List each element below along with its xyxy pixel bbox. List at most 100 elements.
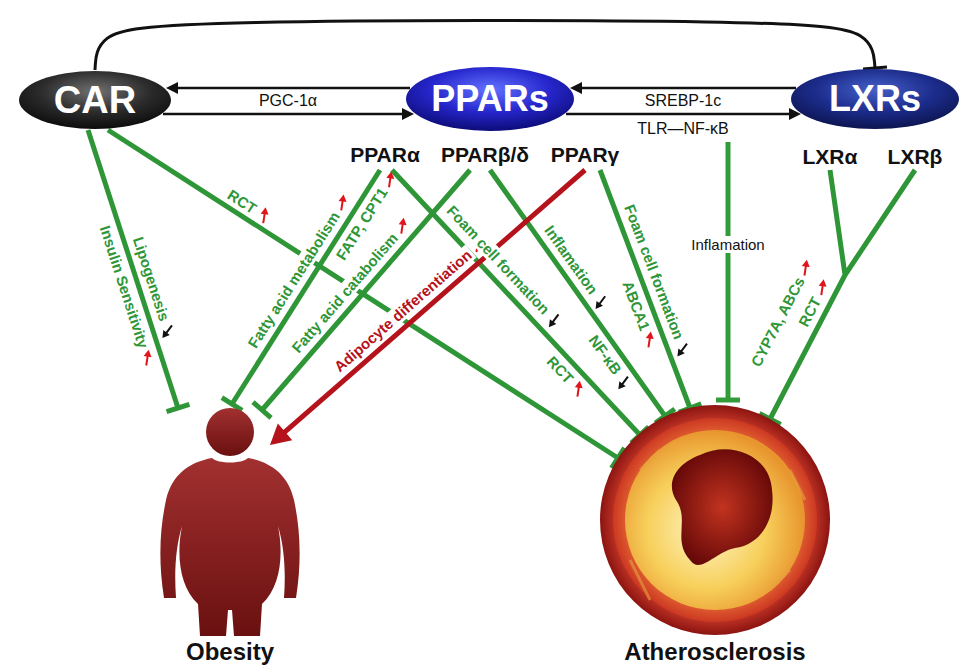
label-holder: CYP7A, ABCs <box>746 273 809 372</box>
label-holder: Foam cell formation <box>619 200 688 343</box>
node-label-holder: CAR <box>18 70 172 130</box>
receptor-name: PPARs <box>431 81 548 117</box>
subtype-name: LXRβ <box>888 145 943 168</box>
connector-line <box>580 87 796 90</box>
node-title: Atherosclerosis <box>624 638 805 665</box>
connector <box>566 108 801 120</box>
indicator-head <box>162 330 169 338</box>
indicator-shaft <box>622 377 628 385</box>
label-holder: TLR—NF-κB <box>635 120 731 138</box>
indicator-shaft <box>681 344 687 352</box>
indicator-shaft <box>552 314 558 322</box>
subtype-name: PPARα <box>350 143 420 166</box>
edge-label: RCT <box>223 185 261 218</box>
indicator-head <box>596 301 603 309</box>
label-holder: Adipocyte differentiation <box>329 245 477 377</box>
connector-line <box>770 170 915 419</box>
edge-label: SREBP-1c <box>643 92 723 109</box>
inhibition-bar <box>167 404 190 411</box>
inhibition-bar <box>716 398 740 403</box>
receptor-name: LXRs <box>829 81 921 117</box>
subtype-name: LXRα <box>803 145 858 168</box>
increase-arrow <box>261 207 269 223</box>
edge-label: Lipogenesis <box>129 232 173 324</box>
connector-line <box>282 170 585 434</box>
connector <box>166 82 410 94</box>
inhibition-bar <box>863 67 887 69</box>
receptor-name: CAR <box>54 81 136 119</box>
artery-cross-section: Atherosclerosis <box>590 400 840 665</box>
edge-label: Fatty acid catabolism <box>287 228 402 357</box>
label-holder: Fatty acid metabolism <box>243 206 345 352</box>
node-label-holder: Obesity <box>140 639 320 665</box>
connector <box>108 130 624 468</box>
indicator-head <box>399 218 407 226</box>
label-holder: Insulin Sensitivity <box>95 222 153 353</box>
figure-body <box>160 458 299 636</box>
edge-label: RCT <box>794 292 825 331</box>
connector-line <box>566 113 791 116</box>
increase-arrow <box>399 218 407 234</box>
connector-line <box>262 170 470 410</box>
annotation-label: RCT <box>543 351 579 388</box>
label-holder: Fatty acid catabolism <box>287 228 403 358</box>
indicator-shaft <box>263 213 264 223</box>
label-holder: RCT <box>222 185 261 219</box>
receptor-ellipse: PPARsPPARαPPARβ/δPPARγ <box>340 66 630 170</box>
connector <box>222 170 380 410</box>
indicator-shaft <box>341 200 342 210</box>
subtype-holder: PPARα <box>350 143 420 166</box>
connector <box>163 108 414 120</box>
figure-head <box>206 408 254 456</box>
indicator-head <box>819 279 827 287</box>
node-label-holder: PPARs <box>405 66 575 132</box>
connector <box>600 170 701 412</box>
annotation-label: ABCA1 <box>619 277 655 335</box>
label-holder: SREBP-1c <box>643 92 723 110</box>
edge-label: TLR—NF-κB <box>635 120 731 137</box>
artery-wall <box>600 405 830 635</box>
indicator-head <box>618 381 625 389</box>
lumen <box>672 449 773 565</box>
label-holder: Inflamation <box>540 221 603 300</box>
label-holder: NF-κB <box>583 330 626 380</box>
annotation-label: FATP, CPT1 <box>332 183 392 265</box>
connector <box>95 21 887 70</box>
indicator-head <box>802 260 810 268</box>
connector-line <box>163 113 404 116</box>
connector <box>759 170 915 425</box>
edge-label: Fatty acid metabolism <box>243 206 344 352</box>
connector <box>570 82 796 94</box>
indicator-shaft <box>146 356 147 366</box>
indicator-head <box>646 332 654 340</box>
label-holder: FATP, CPT1 <box>332 183 393 265</box>
indicator-head <box>575 381 583 389</box>
decrease-arrow <box>596 296 606 309</box>
label-holder: PGC-1α <box>257 92 319 110</box>
indicator-shaft <box>166 325 172 333</box>
change-indicators <box>144 171 827 396</box>
node-label-holder: Atherosclerosis <box>590 639 840 665</box>
indicator-shaft <box>599 296 605 304</box>
subtype-name: PPARβ/δ <box>441 143 529 166</box>
indicator-head <box>144 350 152 358</box>
ellipse-shape <box>19 71 171 129</box>
connector-line <box>88 130 178 408</box>
edge-label: Foam cell formation <box>442 200 555 319</box>
annotation-label: CYP7A, ABCs <box>746 273 808 372</box>
artery-drawing <box>590 400 840 640</box>
plaque <box>625 430 805 610</box>
connector-line <box>600 170 690 408</box>
wall-streak <box>640 450 660 470</box>
wall-streak <box>630 560 650 600</box>
wall-streak <box>770 570 790 590</box>
label-holder: ABCA1 <box>618 277 655 335</box>
indicator-head <box>339 195 347 203</box>
decrease-arrow <box>618 377 628 390</box>
indicator-shaft <box>804 266 805 276</box>
obesity-figure-drawing <box>140 398 320 638</box>
connector-line <box>95 21 875 70</box>
connector <box>253 170 470 418</box>
subtype-holder: LXRβ <box>888 145 943 168</box>
indicator-head <box>677 349 684 357</box>
